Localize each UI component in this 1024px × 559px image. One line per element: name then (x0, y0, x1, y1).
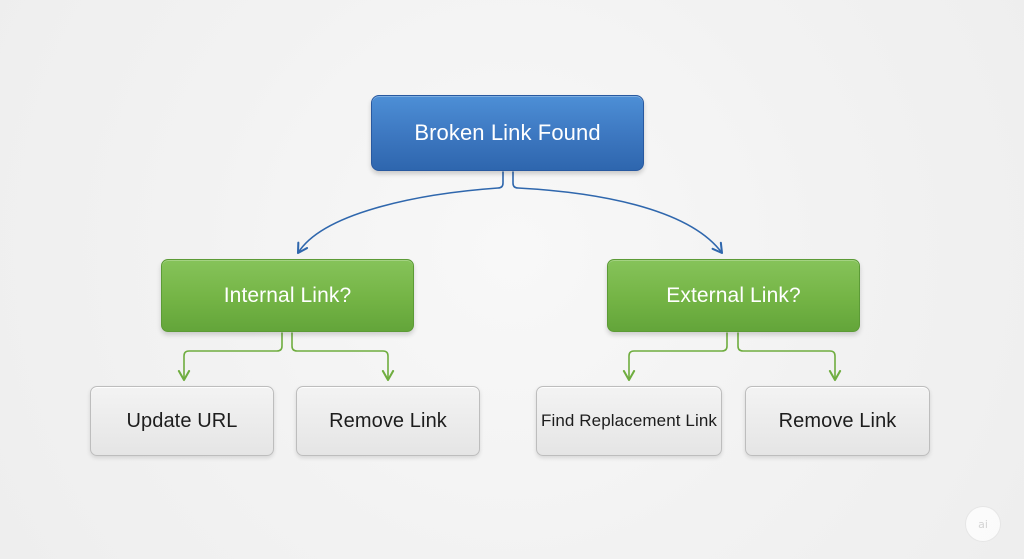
ai-watermark-logo: ai (966, 507, 1000, 541)
broken-link-found-node: Broken Link Found (371, 95, 644, 171)
connector-root-to-internal (296, 171, 504, 255)
connector-external-to-find-replacement (622, 332, 728, 382)
update-url-action-node: Update URL (90, 386, 274, 456)
find-replacement-link-action-node: Find Replacement Link (536, 386, 722, 456)
connector-internal-to-update-url (177, 332, 283, 382)
connector-internal-to-remove-link (291, 332, 395, 382)
connector-external-to-remove-link (737, 332, 842, 382)
external-link-decision-node: External Link? (607, 259, 860, 332)
remove-link-external-action-node: Remove Link (745, 386, 930, 456)
remove-link-internal-action-node: Remove Link (296, 386, 480, 456)
connector-root-to-external (512, 171, 724, 255)
internal-link-decision-node: Internal Link? (161, 259, 414, 332)
